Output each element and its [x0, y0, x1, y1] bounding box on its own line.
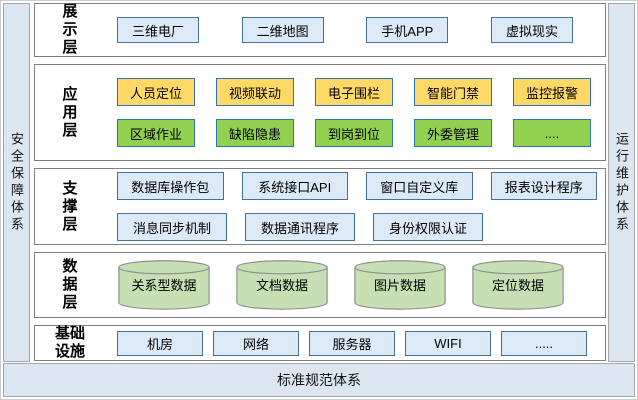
cylinder-label: 图片数据 [373, 278, 426, 293]
support-box: 窗口自定义库 [366, 172, 473, 200]
infrastructure-box: 网络 [213, 330, 299, 356]
application-box: 监控报警 [513, 78, 591, 106]
layer-support-label: 支撑层 [62, 179, 78, 233]
data-cylinder-row: 关系型数据 文档数据 图片数据 [105, 259, 605, 311]
cylinder-shape-icon [236, 260, 328, 310]
application-box-row-1: 人员定位 视频联动 电子围栏 智能门禁 监控报警 [105, 78, 605, 106]
application-box: 到岗到位 [315, 119, 393, 147]
application-box: 电子围栏 [315, 78, 393, 106]
layer-application: 应用层 人员定位 视频联动 电子围栏 智能门禁 监控报警 区域作业 缺陷隐患 到… [34, 64, 606, 161]
pillar-security-label: 安全保障体系 [9, 131, 24, 234]
presentation-box: 虚拟现实 [490, 17, 573, 43]
infrastructure-box: 机房 [117, 330, 203, 356]
pillar-operation-maintenance-system: 运行维护体系 [608, 3, 635, 362]
application-box: 区域作业 [117, 119, 195, 147]
cylinder-shape-icon [118, 260, 210, 310]
support-box: 身份权限认证 [373, 213, 483, 241]
application-box: 缺陷隐患 [216, 119, 294, 147]
layer-data-label: 数据层 [62, 258, 78, 311]
cylinder-label: 定位数据 [491, 278, 544, 293]
layer-infrastructure: 基础设施 机房 网络 服务器 WIFI ..... [34, 325, 606, 361]
support-box: 消息同步机制 [117, 213, 227, 241]
presentation-box: 三维电厂 [117, 17, 199, 43]
layer-presentation-label: 展示层 [62, 3, 78, 56]
database-cylinder: 图片数据 [353, 259, 447, 311]
infrastructure-box: 服务器 [309, 330, 395, 356]
database-cylinder: 文档数据 [235, 259, 329, 311]
pillar-standards-system: 标准规范体系 [3, 363, 635, 397]
layer-stack: 展示层 三维电厂 二维地图 手机APP 虚拟现实 应用层 人员定位 视频联动 [34, 3, 606, 361]
application-box: 外委管理 [414, 119, 492, 147]
cylinder-label: 关系型数据 [131, 278, 197, 293]
application-box: 智能门禁 [414, 78, 492, 106]
layer-application-label: 应用层 [62, 85, 78, 139]
database-cylinder: 定位数据 [471, 259, 565, 311]
infrastructure-box: WIFI [405, 330, 491, 356]
cylinder-shape-icon [472, 260, 564, 310]
layer-infrastructure-label: 基础设施 [54, 325, 85, 360]
pillar-operation-label: 运行维护体系 [614, 131, 629, 234]
application-box-row-2: 区域作业 缺陷隐患 到岗到位 外委管理 .... [105, 119, 605, 147]
layer-data: 数据层 关系型数据 [34, 252, 606, 318]
pillar-standards-label: 标准规范体系 [277, 372, 361, 388]
support-box: 数据库操作包 [117, 172, 224, 200]
application-box: 视频联动 [216, 78, 294, 106]
presentation-box: 二维地图 [241, 17, 324, 43]
support-box-row-1: 数据库操作包 系统接口API 窗口自定义库 报表设计程序 [105, 172, 605, 200]
layer-presentation: 展示层 三维电厂 二维地图 手机APP 虚拟现实 [34, 3, 606, 57]
support-box: 系统接口API [241, 172, 348, 200]
infrastructure-box-row: 机房 网络 服务器 WIFI ..... [105, 330, 605, 356]
database-cylinder: 关系型数据 [117, 259, 211, 311]
support-box: 数据通讯程序 [245, 213, 355, 241]
presentation-box: 手机APP [366, 17, 449, 43]
support-box: 报表设计程序 [490, 172, 597, 200]
layer-support: 支撑层 数据库操作包 系统接口API 窗口自定义库 报表设计程序 消息同步机制 … [34, 168, 606, 245]
application-box: 人员定位 [117, 78, 195, 106]
pillar-security-system: 安全保障体系 [3, 3, 30, 362]
support-box-row-2: 消息同步机制 数据通讯程序 身份权限认证 [105, 213, 605, 241]
cylinder-shape-icon [354, 260, 446, 310]
cylinder-label: 文档数据 [255, 278, 308, 293]
application-box-more: .... [513, 119, 591, 147]
infrastructure-box-more: ..... [501, 330, 587, 356]
presentation-box-row: 三维电厂 二维地图 手机APP 虚拟现实 [105, 17, 605, 43]
